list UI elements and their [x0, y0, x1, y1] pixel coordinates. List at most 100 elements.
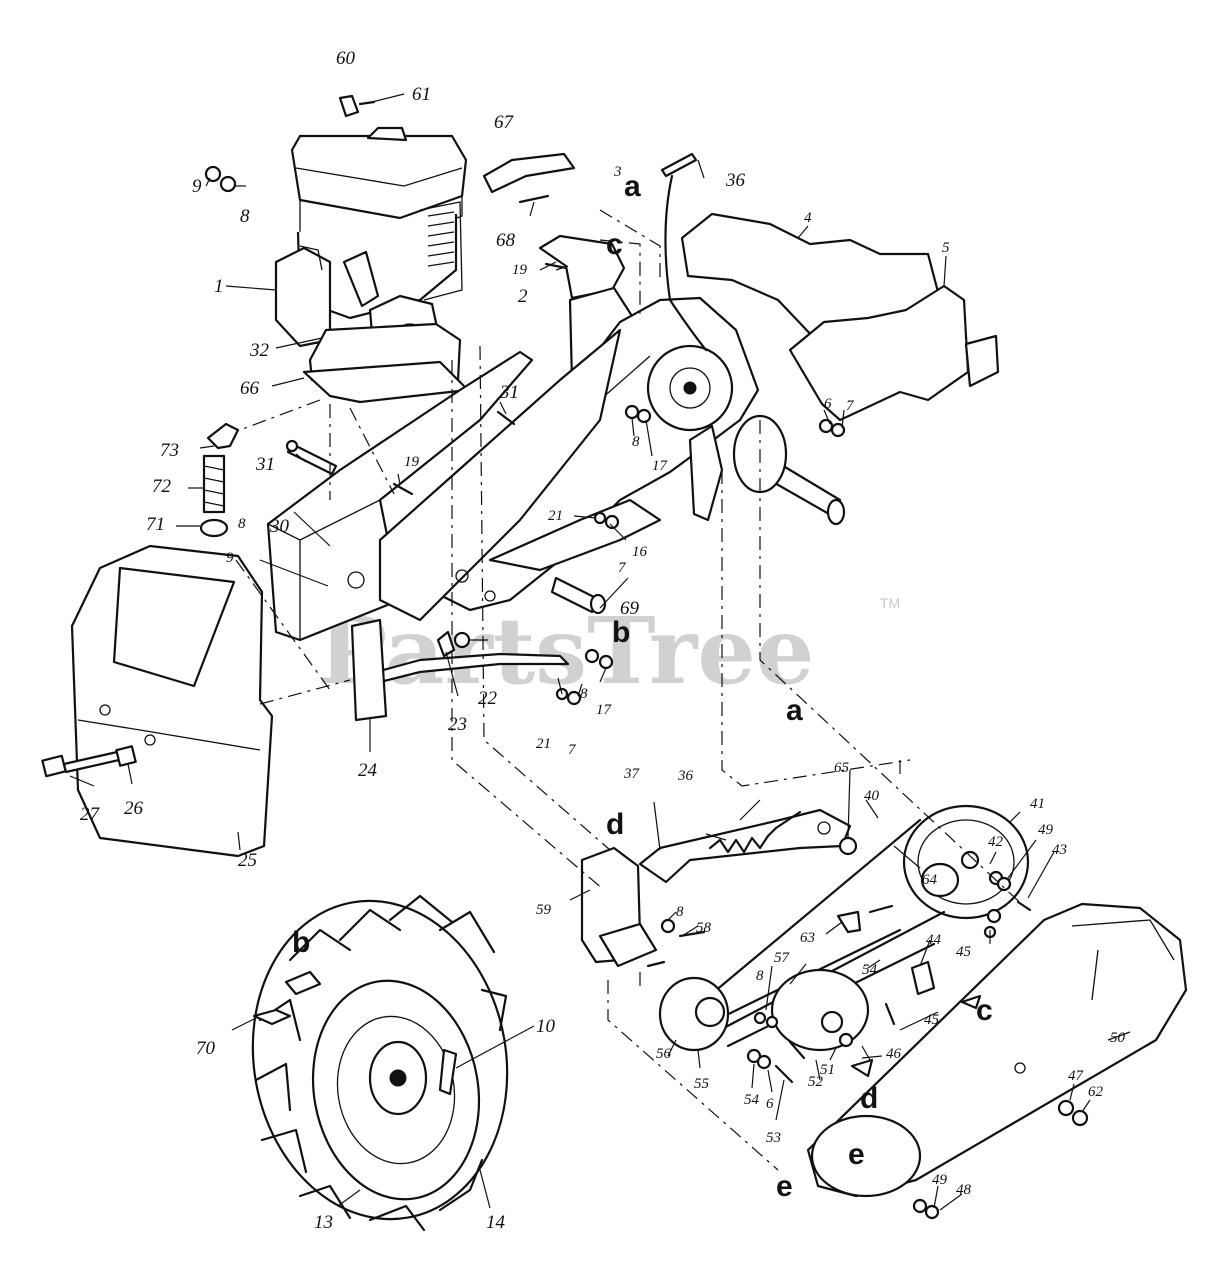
callout-64: 64 [922, 872, 938, 888]
callout-65: 65 [834, 760, 850, 776]
bracket-tab [964, 334, 1000, 388]
callout-52: 52 [808, 1074, 824, 1090]
callout-8d: 8 [580, 686, 588, 702]
callout-8a: 8 [240, 206, 250, 227]
callout-8f: 8 [756, 968, 764, 984]
callout-58: 58 [696, 920, 712, 936]
callout-9b: 9 [226, 550, 234, 566]
callout-72: 72 [152, 476, 172, 497]
rear-bracket [788, 284, 970, 422]
callout-26: 26 [124, 798, 144, 819]
watermark-trademark: TM [880, 595, 900, 611]
handle-arm [378, 328, 622, 622]
connector-c-top: c [606, 228, 623, 261]
callout-32: 32 [249, 340, 270, 361]
cable-plug [660, 152, 698, 178]
leader-lines [69, 93, 1131, 1211]
callout-69: 69 [620, 598, 640, 619]
callout-16: 16 [632, 544, 648, 560]
handle-bar [482, 152, 576, 194]
callout-3: 3 [613, 164, 622, 180]
callout-10: 10 [536, 1016, 556, 1037]
connector-b-wheel: b [292, 926, 310, 959]
idler-pulley [770, 968, 870, 1052]
bushing-23 [436, 630, 456, 658]
callout-4: 4 [804, 210, 812, 226]
callout-22: 22 [478, 688, 498, 709]
callout-45b: 45 [924, 1012, 940, 1028]
washer-top [219, 175, 237, 193]
engine-illustration [274, 126, 468, 394]
shift-rod [374, 652, 570, 684]
axle-stub [284, 970, 322, 996]
connector-b-mid: b [612, 616, 630, 649]
callout-53: 53 [766, 1130, 781, 1146]
callout-66: 66 [240, 378, 260, 399]
callout-21a: 21 [548, 508, 563, 524]
fuel-hose [202, 454, 226, 514]
nut-top [204, 165, 222, 183]
callout-56: 56 [656, 1046, 672, 1062]
callout-8c: 8 [238, 516, 246, 532]
wheel-assembly [251, 894, 509, 1232]
connector-letters: a c b a d b c d e e [292, 170, 993, 1203]
callout-17a: 17 [652, 458, 669, 474]
watermark-text: PartsTree [318, 597, 814, 705]
callout-14: 14 [486, 1212, 506, 1233]
callout-7a: 7 [846, 398, 855, 414]
callout-5: 5 [942, 240, 950, 256]
callout-labels: 1 2 3 4 5 6 7 9 8 60 61 67 68 36 32 66 7… [80, 48, 1126, 1233]
upper-bracket [538, 234, 626, 300]
screw-19 [392, 482, 414, 496]
callout-19b: 19 [512, 262, 528, 278]
callout-54: 54 [862, 962, 878, 978]
callout-42: 42 [988, 834, 1004, 850]
callout-55: 55 [694, 1076, 710, 1092]
callout-49a: 49 [1038, 822, 1054, 838]
callout-8e: 8 [676, 904, 684, 920]
axle-end [826, 498, 846, 526]
callout-70: 70 [196, 1038, 216, 1059]
hitch-pin [252, 1008, 292, 1026]
callout-25: 25 [238, 850, 257, 871]
idler-spring [708, 826, 778, 854]
callout-36b: 36 [677, 768, 694, 784]
callout-23: 23 [448, 714, 467, 735]
callout-37: 37 [623, 766, 641, 782]
callout-6a: 6 [824, 396, 832, 412]
bracket-24 [350, 618, 388, 722]
spacer-screw [358, 100, 376, 106]
callout-54b: 54 [744, 1092, 760, 1108]
callout-46: 46 [886, 1046, 902, 1062]
callout-63: 63 [800, 930, 815, 946]
callout-13: 13 [314, 1212, 333, 1233]
callout-71: 71 [146, 514, 165, 535]
callout-50: 50 [1110, 1030, 1126, 1046]
callout-62: 62 [1088, 1084, 1104, 1100]
callout-47: 47 [1068, 1068, 1085, 1084]
bearing-flange [688, 424, 724, 522]
connector-d-cover: d [860, 1082, 878, 1115]
callout-36a: 36 [725, 170, 746, 191]
callout-31a: 31 [255, 454, 275, 475]
hex-nut [199, 518, 229, 538]
callout-45a: 45 [956, 944, 972, 960]
callout-21b: 21 [536, 736, 551, 752]
connector-d-mid: d [606, 808, 624, 841]
connector-e-pulley: e [848, 1138, 865, 1171]
handle-bolt [518, 194, 550, 204]
callout-2: 2 [518, 286, 528, 307]
engine-mount [302, 360, 470, 404]
callout-49b: 49 [932, 1172, 948, 1188]
callout-7b: 7 [618, 560, 627, 576]
callout-8b: 8 [632, 434, 640, 450]
callout-19a: 19 [404, 454, 420, 470]
connector-a-mid: a [786, 694, 803, 727]
callout-57: 57 [774, 950, 791, 966]
callout-1: 1 [214, 276, 224, 297]
idler-arm [638, 808, 852, 884]
elbow-fitting [206, 422, 240, 450]
callout-7c: 7 [568, 742, 577, 758]
callout-59: 59 [536, 902, 552, 918]
callout-6b: 6 [766, 1096, 774, 1112]
